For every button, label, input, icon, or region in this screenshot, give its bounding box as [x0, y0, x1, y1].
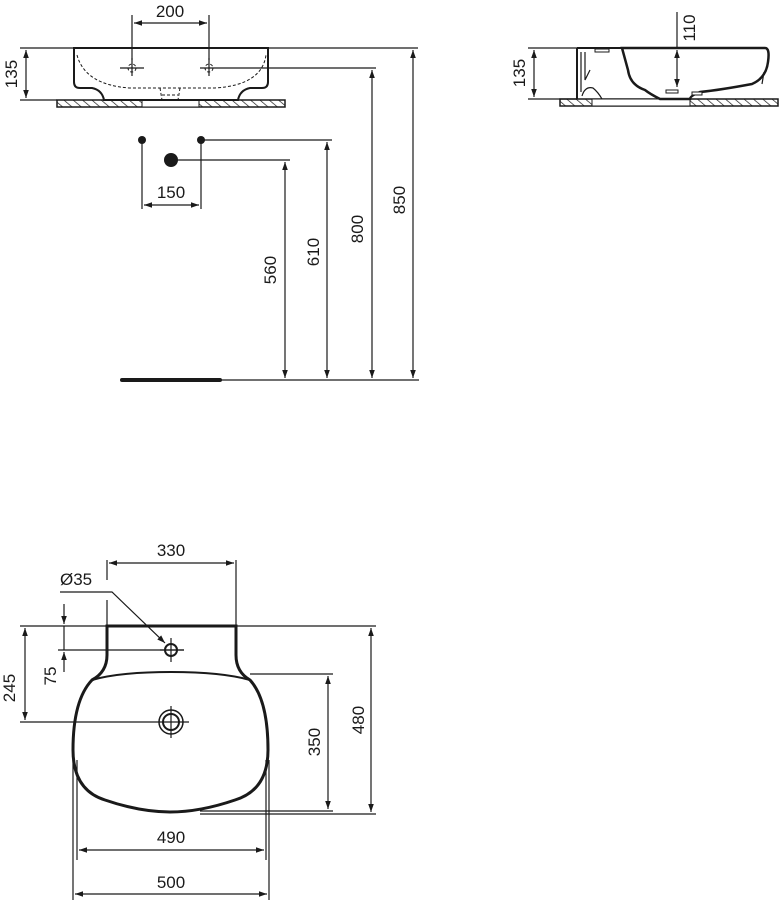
waste-outlet-icon — [157, 706, 189, 738]
tap-hole-diameter-label: Ø35 — [60, 570, 92, 589]
supply-spacing-label: 150 — [157, 183, 185, 202]
front-view: 200 135 — [2, 2, 418, 108]
waste-offset-label: 245 — [0, 674, 19, 702]
bowl-depth-label: 350 — [305, 728, 324, 756]
waste-height-label: 560 — [261, 256, 280, 284]
elevation-dimensions: 150 560 610 800 850 — [120, 50, 419, 382]
tap-hole-offset-label: 75 — [41, 667, 60, 686]
tap-hole-right-icon — [200, 58, 376, 76]
side-bowl-depth-label: 110 — [680, 14, 699, 41]
countertop-height-label: 800 — [348, 215, 367, 243]
side-view: 110 135 — [510, 12, 779, 107]
overall-width-label: 500 — [157, 873, 185, 892]
overall-depth-label: 480 — [349, 706, 368, 734]
plan-view: 330 Ø35 75 245 350 480 490 500 — [0, 541, 376, 900]
side-height-label: 135 — [510, 59, 529, 87]
tap-hole-left-icon — [120, 58, 144, 76]
supply-height-label: 610 — [304, 238, 323, 266]
tap-spacing-label: 200 — [156, 2, 184, 21]
front-height-label: 135 — [2, 60, 21, 88]
deck-width-label: 330 — [157, 541, 185, 560]
bowl-width-label: 490 — [157, 828, 185, 847]
rim-height-label: 850 — [390, 186, 409, 214]
